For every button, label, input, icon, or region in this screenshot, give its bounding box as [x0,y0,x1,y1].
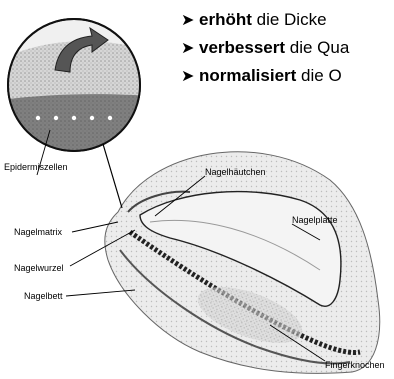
arrow-bullet-icon: ➤ [181,7,199,35]
arrow-bullet-icon: ➤ [181,63,199,91]
bullet-text: die Dicke [252,10,327,29]
bullet-item: ➤normalisiert die O [181,62,394,90]
bullet-text: die Qua [285,38,349,57]
label-epidermiszellen: Epidermiszellen [4,162,68,172]
bullet-bold: normalisiert [199,66,296,85]
benefit-bullet-list: ➤erhöht die Dicke ➤verbessert die Qua ➤n… [181,6,394,90]
label-fingerknochen: Fingerknochen [325,360,385,370]
arrow-bullet-icon: ➤ [181,35,199,63]
bullet-text: die O [296,66,341,85]
label-nagelhaeutchen: Nagelhäutchen [205,167,266,177]
label-nagelwurzel: Nagelwurzel [14,263,64,273]
bullet-bold: erhöht [199,10,252,29]
bullet-item: ➤verbessert die Qua [181,34,394,62]
bullet-bold: verbessert [199,38,285,57]
label-nagelmatrix: Nagelmatrix [14,227,62,237]
label-nagelbett: Nagelbett [24,291,63,301]
label-nagelplatte: Nagelplatte [292,215,338,225]
bullet-item: ➤erhöht die Dicke [181,6,394,34]
